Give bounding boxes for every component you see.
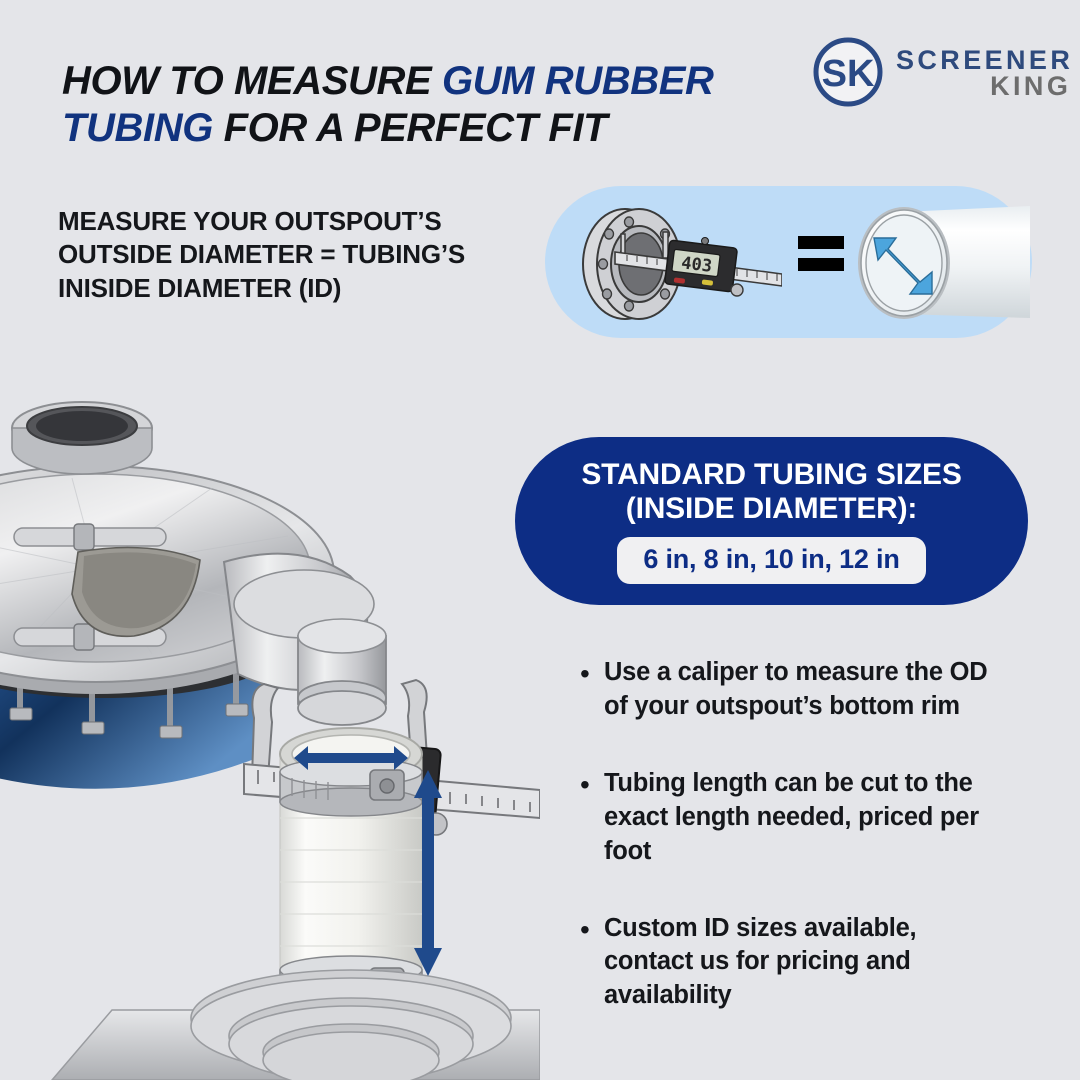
list-item: • Custom ID sizes available, contact us … — [578, 912, 998, 1014]
svg-text:SK: SK — [822, 53, 875, 95]
illustration-panel: 403 — [545, 186, 1032, 338]
standard-sizes-chip: 6 in, 8 in, 10 in, 12 in — [617, 537, 926, 585]
list-item-text: Custom ID sizes available, contact us fo… — [604, 913, 917, 1010]
title-part-1: HOW TO MEASURE — [62, 59, 442, 103]
tips-list: • Use a caliper to measure the OD of you… — [578, 656, 998, 1013]
subhead-instruction: MEASURE YOUR OUTSPOUT’S OUTSIDE DIAMETER… — [58, 206, 466, 303]
brand-logo: SK SCREENER KING — [812, 34, 1070, 110]
tube-inside-diameter-icon — [858, 206, 1030, 319]
bullet-marker-icon: • — [580, 658, 590, 689]
standard-sizes-panel: STANDARD TUBING SIZES (INSIDE DIAMETER):… — [515, 437, 1028, 605]
inside-diameter-arrow-icon — [294, 746, 408, 770]
tubing-length-arrow-icon — [414, 770, 442, 976]
standard-sizes-title: STANDARD TUBING SIZES (INSIDE DIAMETER): — [581, 458, 961, 526]
list-item: • Tubing length can be cut to the exact … — [578, 767, 998, 869]
sk-monogram-icon: SK — [812, 36, 884, 108]
screener-and-tubing-photo: 403 — [0, 401, 540, 1080]
title-part-2: FOR A PERFECT FIT — [212, 106, 608, 151]
title-accent: GUM RUBBER TUBING — [62, 59, 714, 151]
equals-icon — [798, 236, 844, 284]
brand-name-screener: SCREENER — [896, 44, 1074, 75]
brand-wordmark: SCREENER KING — [896, 45, 1073, 100]
list-item: • Use a caliper to measure the OD of you… — [578, 656, 998, 724]
list-item-text: Tubing length can be cut to the exact le… — [604, 768, 979, 865]
standard-sizes-title-line1: STANDARD TUBING SIZES — [581, 457, 962, 491]
outspout-flange-with-caliper-icon: 403 — [582, 208, 782, 320]
standard-sizes-title-line2: (INSIDE DIAMETER): — [625, 492, 918, 525]
bullet-marker-icon: • — [580, 913, 590, 945]
svg-text:403: 403 — [680, 253, 713, 277]
list-item-text: Use a caliper to measure the OD of your … — [604, 658, 988, 720]
page-title: HOW TO MEASURE GUM RUBBER TUBING FOR A P… — [62, 58, 772, 152]
brand-name-king: KING — [990, 71, 1072, 101]
bullet-marker-icon: • — [580, 768, 590, 800]
